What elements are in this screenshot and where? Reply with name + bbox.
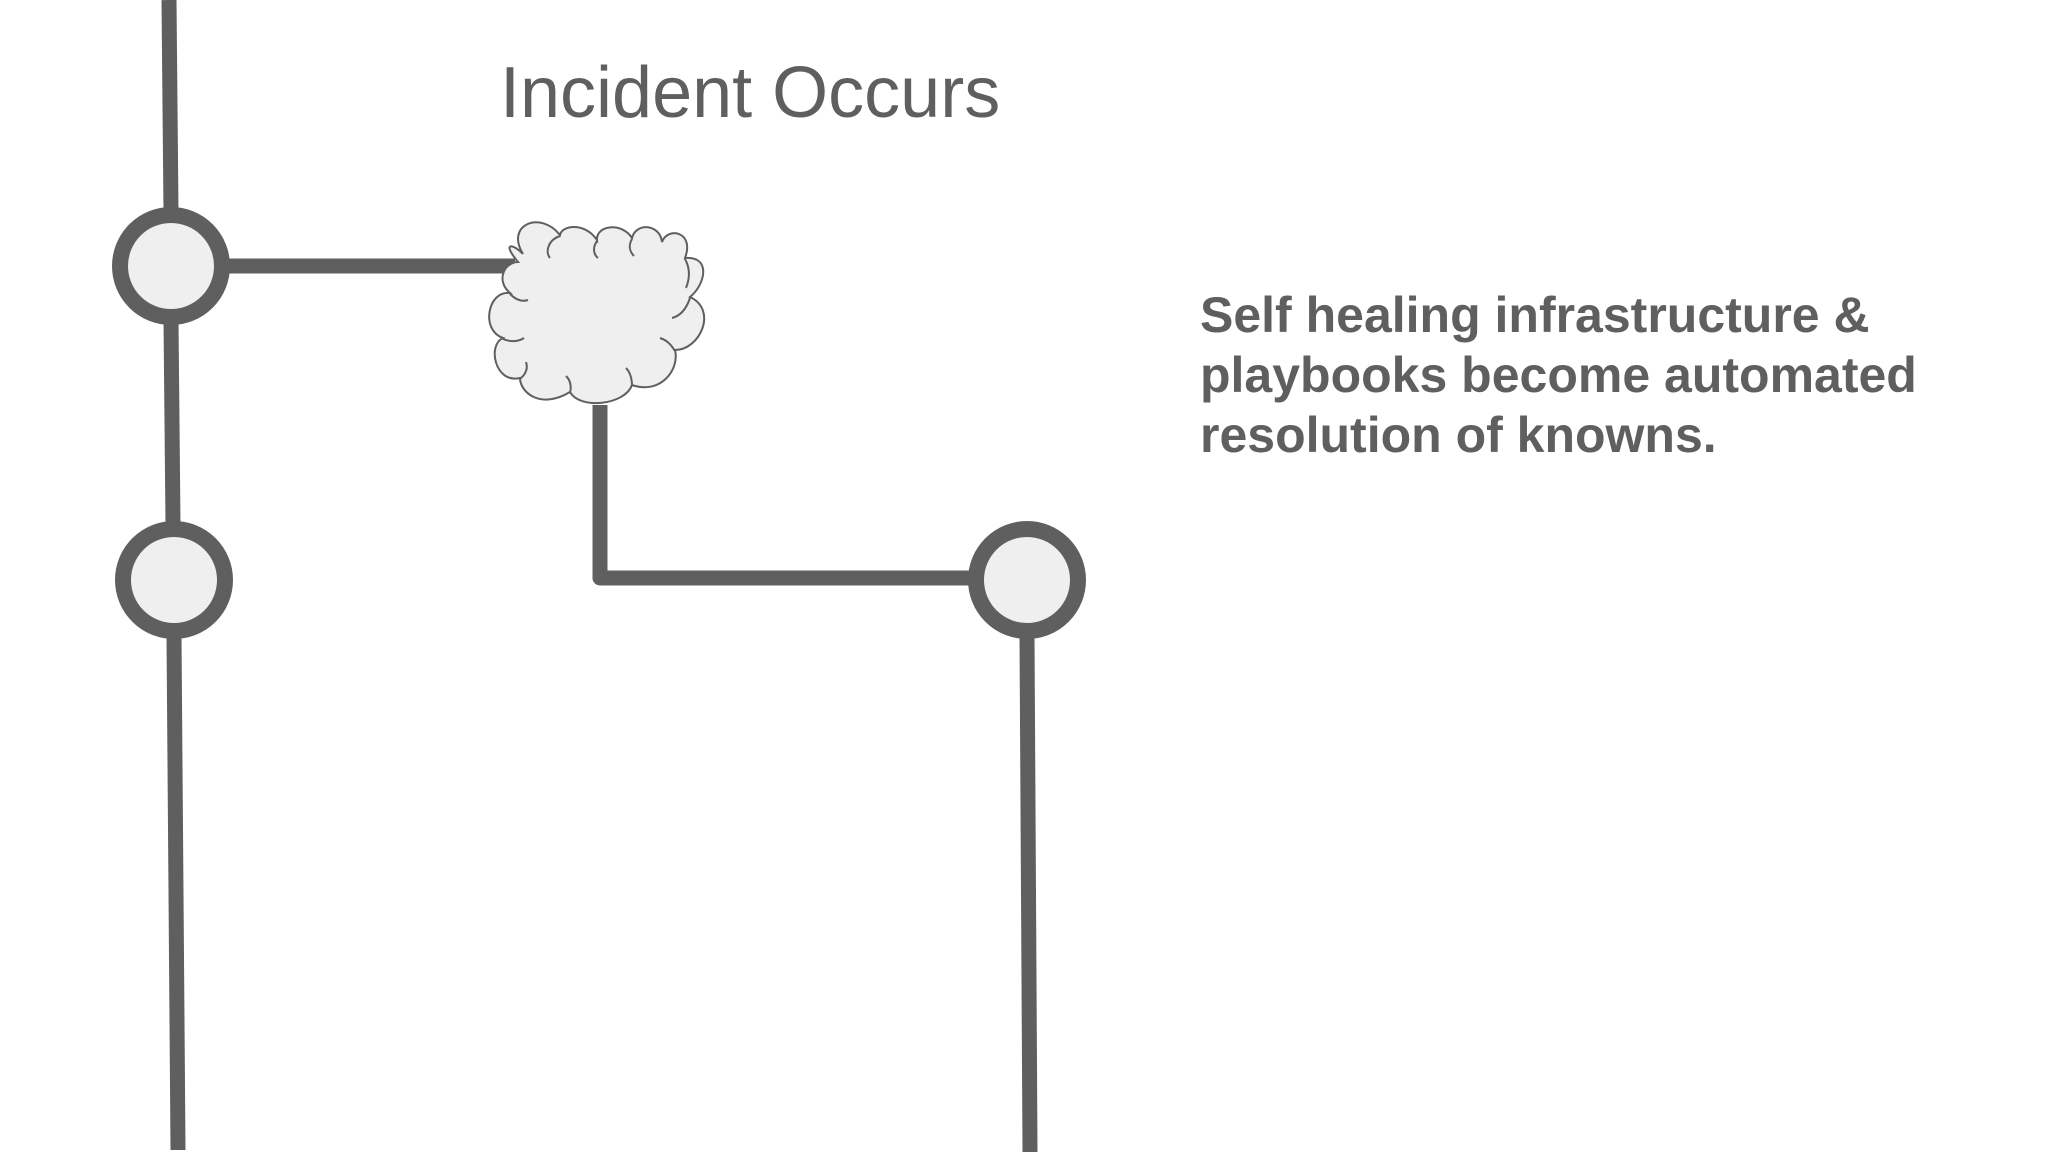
node-top-left — [112, 207, 230, 325]
left-track-bottom-segment — [166, 635, 186, 1151]
description-line: Self healing infrastructure & — [1200, 287, 1870, 343]
diagram-title: Incident Occurs — [500, 53, 1001, 133]
node-middle-left — [115, 521, 233, 639]
right-track-segment — [1019, 635, 1038, 1152]
description-line: playbooks become automated — [1200, 347, 1917, 403]
left-track-middle-segment — [163, 319, 181, 526]
left-track-top-segment — [161, 0, 179, 213]
incident-cloud-icon — [488, 221, 706, 405]
resolution-path-connector — [592, 405, 978, 586]
description-line: resolution of knowns. — [1200, 407, 1717, 463]
description-text: Self healing infrastructure & playbooks … — [1200, 285, 1980, 465]
node-right — [968, 521, 1086, 639]
